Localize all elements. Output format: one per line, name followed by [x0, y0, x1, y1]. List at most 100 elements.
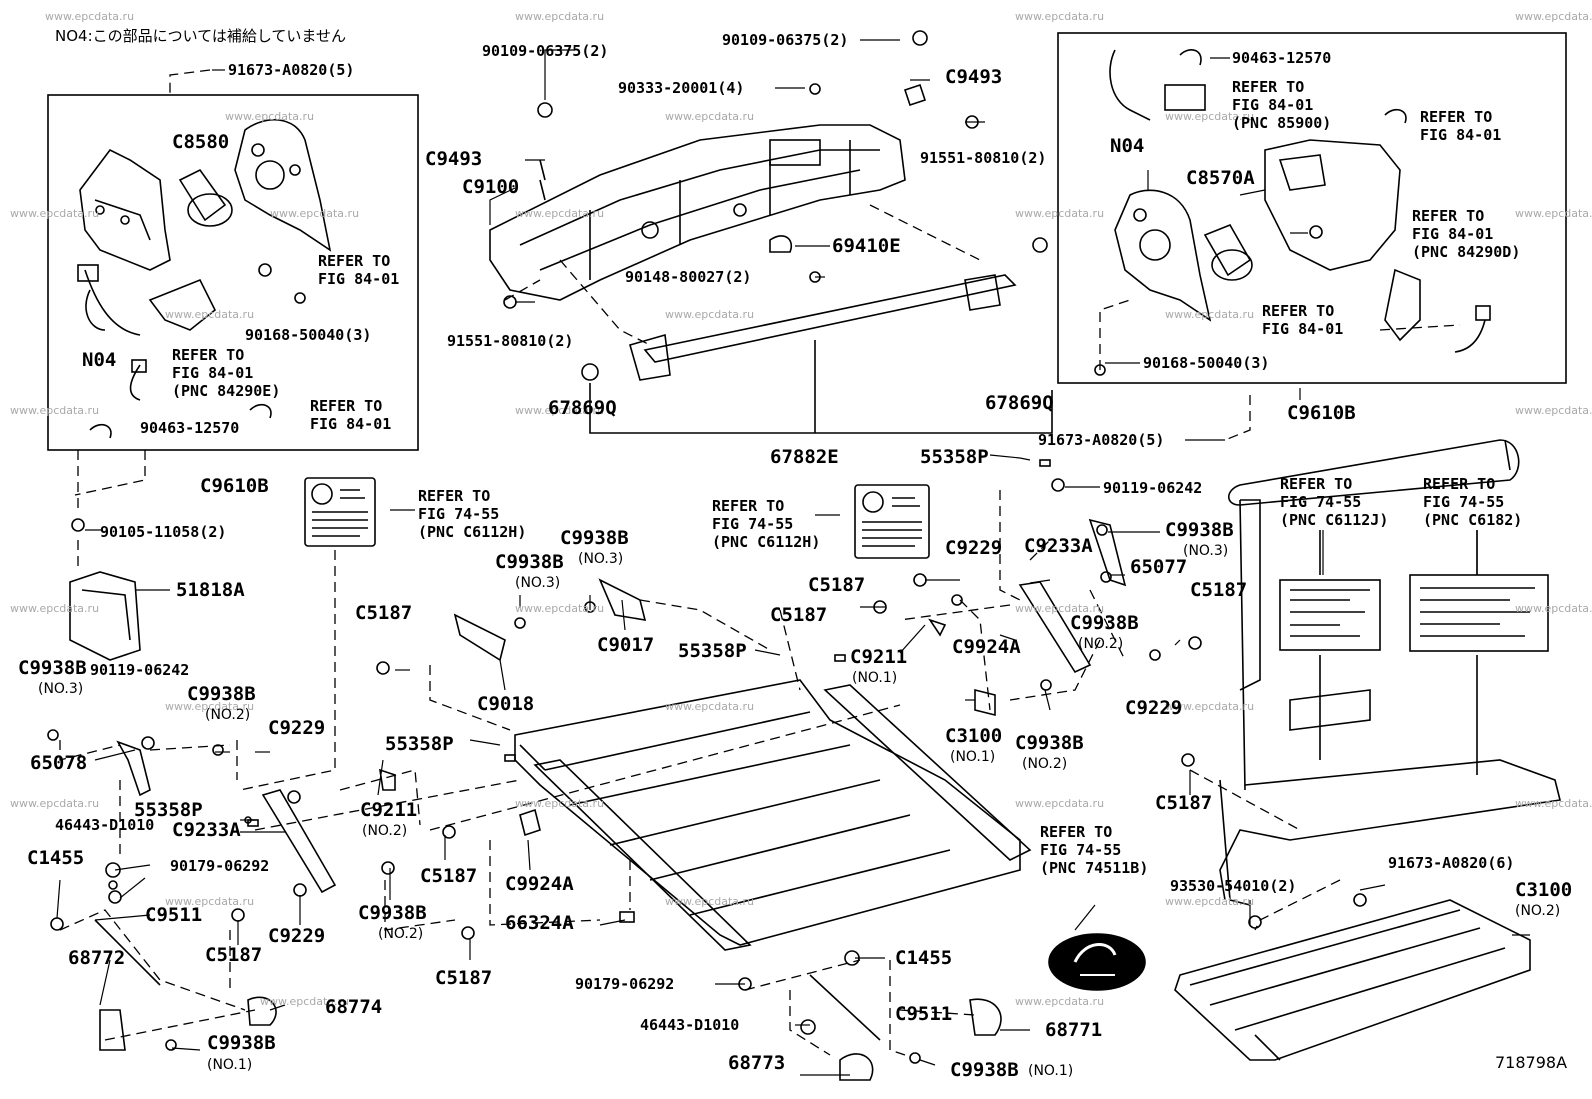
part-label[interactable]: C9938B	[1070, 612, 1139, 634]
part-label[interactable]: C5187	[355, 602, 413, 624]
watermark: www.epcdata.ru	[165, 895, 255, 908]
part-label[interactable]: 90168-50040(3)	[245, 326, 372, 344]
part-label[interactable]: C9493	[945, 66, 1003, 88]
part-label[interactable]: C9017	[597, 634, 655, 656]
part-label[interactable]: 90109-06375(2)	[482, 42, 609, 60]
part-label[interactable]: C5187	[1190, 579, 1248, 601]
part-label[interactable]: C3100	[1515, 879, 1573, 901]
watermark: www.epcdata.ru	[1515, 10, 1592, 23]
part-label[interactable]: C8570A	[1186, 167, 1255, 189]
part-label[interactable]: C9233A	[1024, 535, 1093, 557]
part-label[interactable]: 91673-A0820(5)	[228, 61, 355, 79]
part-label[interactable]: C9100	[462, 176, 520, 198]
part-label[interactable]: C9938B	[950, 1059, 1019, 1081]
part-label[interactable]: C8580	[172, 131, 230, 153]
part-label[interactable]: 90179-06292	[170, 857, 270, 875]
part-label[interactable]: 46443-D1010	[640, 1016, 740, 1034]
part-label[interactable]: C9610B	[200, 475, 269, 497]
part-label[interactable]: C5187	[205, 944, 263, 966]
part-label[interactable]: C9938B	[1165, 519, 1234, 541]
part-label[interactable]: 90119-06242	[90, 661, 190, 679]
part-label[interactable]: C9229	[268, 925, 326, 947]
part-label[interactable]: C9938B	[560, 527, 629, 549]
part-label[interactable]: 55358P	[385, 733, 454, 755]
part-label[interactable]: C9018	[477, 693, 535, 715]
part-label[interactable]: C9493	[425, 148, 483, 170]
watermark: www.epcdata.ru	[1515, 404, 1592, 417]
watermark: www.epcdata.ru	[515, 797, 605, 810]
part-label[interactable]: 67869Q	[548, 397, 617, 419]
part-sublabel: (NO.3)	[38, 681, 84, 697]
part-sublabel: (NO.1)	[207, 1057, 253, 1073]
part-label[interactable]: C9610B	[1287, 402, 1356, 424]
part-label[interactable]: C9211	[360, 799, 418, 821]
watermark: www.epcdata.ru	[1165, 308, 1255, 321]
part-label[interactable]: 91551-80810(2)	[447, 332, 574, 350]
part-label[interactable]: 67869Q	[985, 392, 1054, 414]
part-label[interactable]: C5187	[770, 604, 828, 626]
part-label[interactable]: C9211	[850, 646, 908, 668]
part-label[interactable]: C9511	[145, 904, 203, 926]
part-label[interactable]: 90463-12570	[1232, 49, 1332, 67]
watermark: www.epcdata.ru	[1515, 602, 1592, 615]
part-label[interactable]: C3100	[945, 725, 1003, 747]
part-label[interactable]: 93530-54010(2)	[1170, 877, 1297, 895]
watermark: www.epcdata.ru	[260, 995, 350, 1008]
part-label[interactable]: C9938B	[207, 1032, 276, 1054]
part-label[interactable]: C9938B	[495, 551, 564, 573]
part-label[interactable]: C1455	[895, 947, 953, 969]
part-label[interactable]: C5187	[420, 865, 478, 887]
part-label[interactable]: 90168-50040(3)	[1143, 354, 1270, 372]
part-label[interactable]: C9229	[945, 537, 1003, 559]
part-label[interactable]: N04	[82, 349, 117, 371]
part-label[interactable]: 90109-06375(2)	[722, 31, 849, 49]
part-label[interactable]: 51818A	[176, 579, 245, 601]
part-label[interactable]: 90179-06292	[575, 975, 675, 993]
part-label[interactable]: C1455	[27, 847, 85, 869]
part-label[interactable]: C9938B	[1015, 732, 1084, 754]
part-label[interactable]: 46443-D1010	[55, 816, 155, 834]
part-label[interactable]: 66324A	[505, 912, 574, 934]
part-label[interactable]: 90148-80027(2)	[625, 268, 752, 286]
part-label[interactable]: C9938B	[18, 657, 87, 679]
part-label[interactable]: C9511	[895, 1003, 953, 1025]
part-label[interactable]: N04	[1110, 135, 1145, 157]
part-label[interactable]: 65078	[30, 752, 88, 774]
part-label[interactable]: 68774	[325, 996, 383, 1018]
watermark: www.epcdata.ru	[10, 602, 100, 615]
part-label[interactable]: C9924A	[952, 636, 1021, 658]
part-label[interactable]: 65077	[1130, 556, 1188, 578]
part-label[interactable]: 67882E	[770, 446, 839, 468]
part-sublabel: (NO.2)	[378, 926, 424, 942]
part-label[interactable]: 68773	[728, 1052, 786, 1074]
part-label[interactable]: C5187	[1155, 792, 1213, 814]
part-label[interactable]: C5187	[808, 574, 866, 596]
part-label[interactable]: C9233A	[172, 819, 241, 841]
right-inset-frame	[1057, 32, 1567, 384]
part-label[interactable]: 55358P	[920, 446, 989, 468]
part-label[interactable]: C5187	[435, 967, 493, 989]
part-label[interactable]: C9229	[1125, 697, 1183, 719]
watermark: www.epcdata.ru	[515, 602, 605, 615]
part-label[interactable]: 55358P	[678, 640, 747, 662]
part-label[interactable]: 91673-A0820(6)	[1388, 854, 1515, 872]
part-label[interactable]: C9924A	[505, 873, 574, 895]
part-label[interactable]: 90119-06242	[1103, 479, 1203, 497]
part-label[interactable]: 90463-12570	[140, 419, 240, 437]
part-label[interactable]: 55358P	[134, 799, 203, 821]
part-label[interactable]: 68771	[1045, 1019, 1103, 1041]
part-label[interactable]: 90105-11058(2)	[100, 523, 227, 541]
left-recliner-assembly	[77, 119, 332, 439]
part-label[interactable]: 68772	[68, 947, 126, 969]
part-label[interactable]: C9229	[268, 717, 326, 739]
watermark: www.epcdata.ru	[45, 10, 135, 23]
part-label[interactable]: 90333-20001(4)	[618, 79, 745, 97]
part-label[interactable]: 91673-A0820(5)	[1038, 431, 1165, 449]
part-label[interactable]: 69410E	[832, 235, 901, 257]
part-label[interactable]: C9938B	[187, 683, 256, 705]
part-label[interactable]: 91551-80810(2)	[920, 149, 1047, 167]
part-label[interactable]: C9938B	[358, 902, 427, 924]
